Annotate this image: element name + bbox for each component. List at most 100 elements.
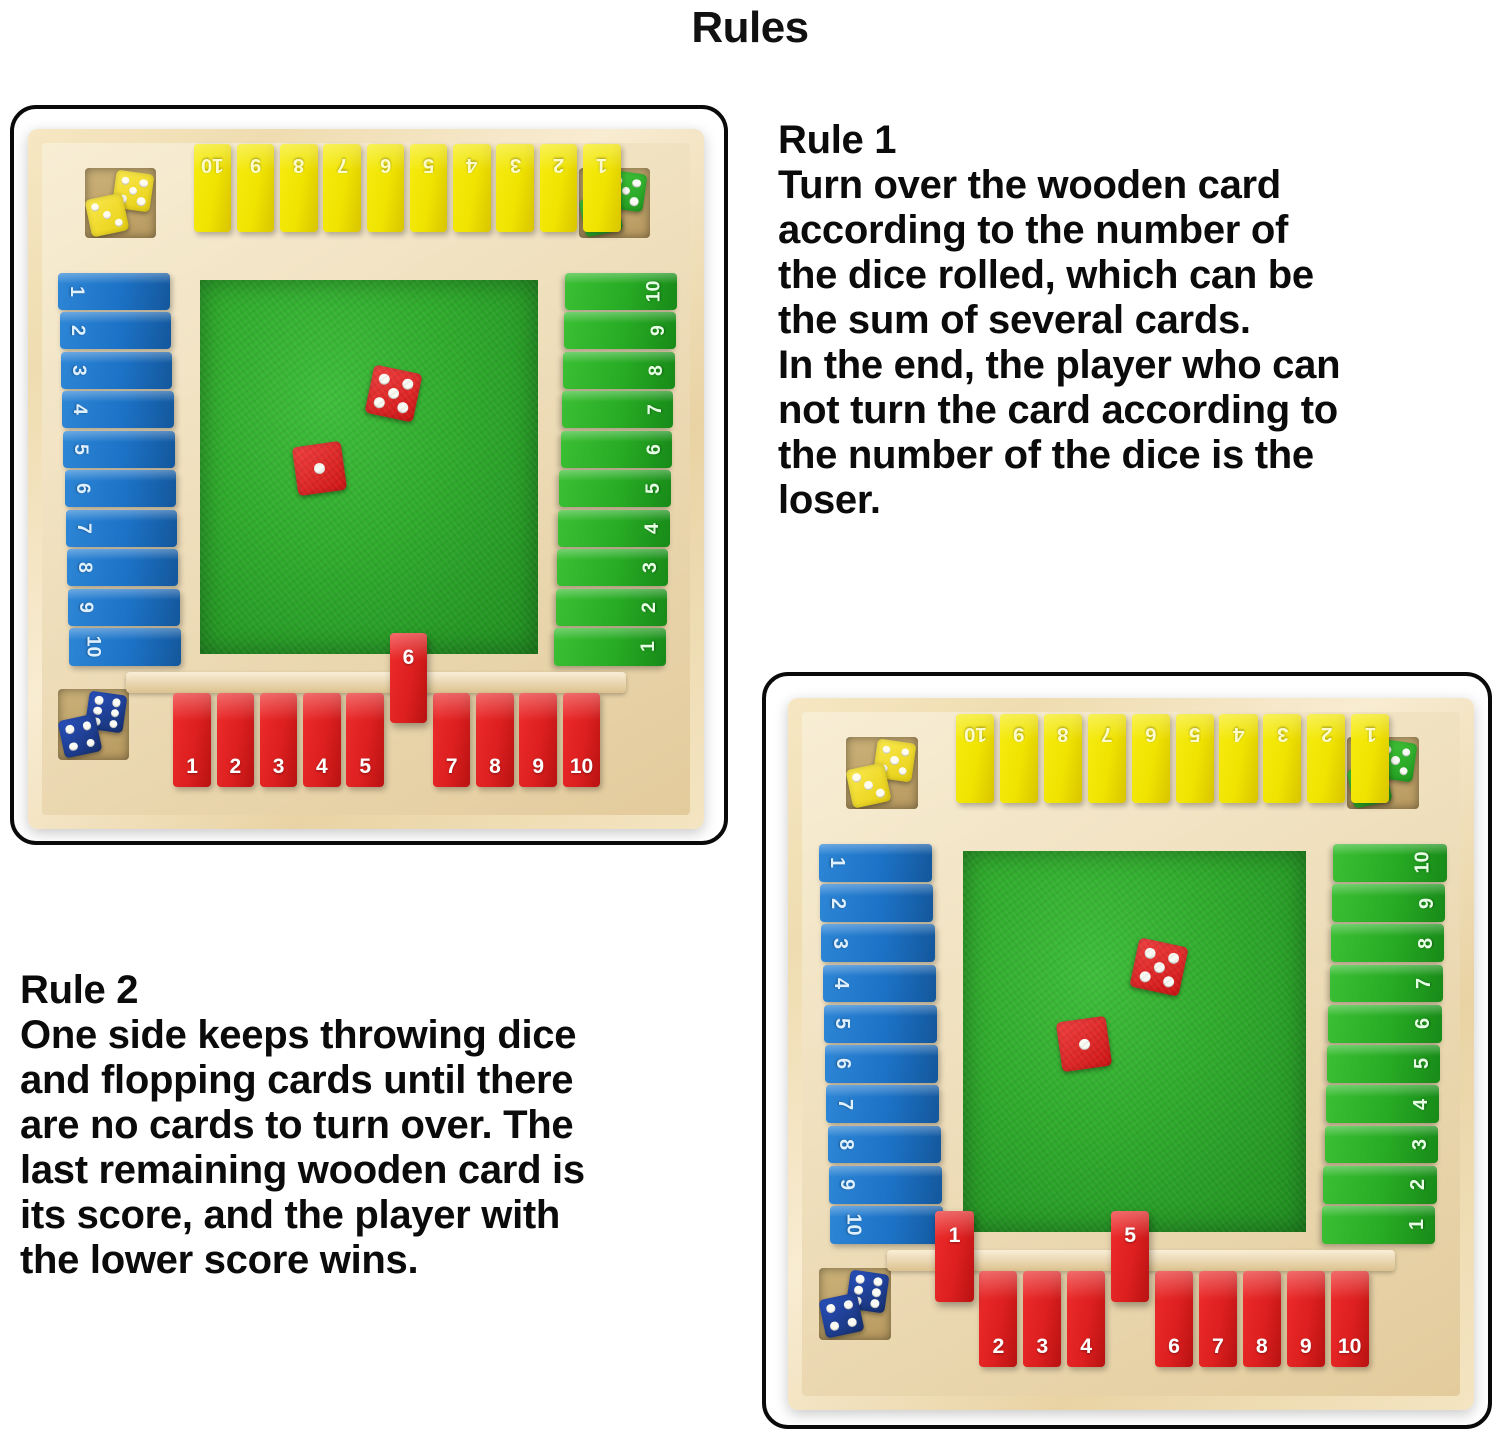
tile-yellow-9[interactable]: 9 bbox=[999, 713, 1039, 803]
tile-yellow-1[interactable]: 1 bbox=[582, 144, 621, 232]
tile-blue-2[interactable]: 2 bbox=[59, 312, 172, 350]
die-center-red-1[interactable] bbox=[1055, 1015, 1113, 1072]
tile-red-2[interactable]: 2 bbox=[979, 1271, 1018, 1368]
tile-red-8[interactable]: 8 bbox=[1242, 1271, 1281, 1368]
tile-blue-1[interactable]: 1 bbox=[58, 272, 170, 310]
tile-green-7[interactable]: 7 bbox=[1329, 964, 1443, 1003]
tile-green-6[interactable]: 6 bbox=[1328, 1004, 1442, 1043]
tile-blue-10[interactable]: 10 bbox=[69, 628, 181, 666]
tile-green-9[interactable]: 9 bbox=[564, 312, 676, 350]
tile-blue-6[interactable]: 6 bbox=[64, 470, 177, 508]
tile-green-7[interactable]: 7 bbox=[561, 391, 674, 429]
tile-yellow-8[interactable]: 8 bbox=[280, 144, 318, 232]
tile-yellow-10[interactable]: 10 bbox=[193, 144, 232, 232]
tile-red-10[interactable]: 10 bbox=[1330, 1271, 1369, 1368]
tile-number: 7 bbox=[644, 404, 667, 416]
tile-blue-7[interactable]: 7 bbox=[65, 509, 178, 547]
tile-green-2[interactable]: 2 bbox=[1323, 1165, 1437, 1204]
tile-green-8[interactable]: 8 bbox=[562, 351, 675, 389]
tile-green-5[interactable]: 5 bbox=[559, 470, 671, 508]
tile-yellow-1[interactable]: 1 bbox=[1351, 713, 1390, 803]
tile-blue-3[interactable]: 3 bbox=[821, 924, 935, 963]
tile-red-1-flipped[interactable]: 1 bbox=[935, 1210, 974, 1302]
tile-red-6-flipped[interactable]: 6 bbox=[389, 633, 428, 723]
tile-number: 4 bbox=[69, 404, 92, 416]
die-center-red-5[interactable] bbox=[1129, 937, 1190, 998]
die-yellow-b[interactable] bbox=[846, 762, 892, 809]
tile-blue-9[interactable]: 9 bbox=[828, 1165, 942, 1204]
tile-number: 3 bbox=[272, 754, 285, 778]
tile-green-3[interactable]: 3 bbox=[556, 549, 669, 587]
tile-blue-3[interactable]: 3 bbox=[60, 351, 173, 389]
tile-blue-4[interactable]: 4 bbox=[62, 391, 174, 429]
tile-green-10[interactable]: 10 bbox=[565, 272, 677, 310]
tile-green-4[interactable]: 4 bbox=[558, 509, 670, 547]
tile-yellow-7[interactable]: 7 bbox=[1087, 713, 1126, 803]
tile-blue-6[interactable]: 6 bbox=[825, 1045, 939, 1083]
tile-yellow-5[interactable]: 5 bbox=[409, 144, 448, 232]
tile-number: 2 bbox=[992, 1333, 1005, 1358]
tile-green-8[interactable]: 8 bbox=[1330, 924, 1445, 963]
tile-blue-2[interactable]: 2 bbox=[820, 884, 934, 922]
die-blue-b[interactable] bbox=[818, 1292, 865, 1339]
tile-yellow-9[interactable]: 9 bbox=[236, 144, 275, 232]
tile-yellow-3[interactable]: 3 bbox=[496, 144, 534, 232]
tile-blue-8[interactable]: 8 bbox=[827, 1125, 941, 1164]
tile-yellow-7[interactable]: 7 bbox=[323, 144, 361, 232]
tile-yellow-6[interactable]: 6 bbox=[366, 144, 405, 232]
tile-yellow-5[interactable]: 5 bbox=[1175, 713, 1214, 803]
tile-yellow-6[interactable]: 6 bbox=[1131, 713, 1170, 803]
tile-green-1[interactable]: 1 bbox=[554, 628, 666, 666]
tile-blue-10[interactable]: 10 bbox=[829, 1206, 944, 1244]
tile-blue-7[interactable]: 7 bbox=[826, 1085, 940, 1124]
die-center-red-1[interactable] bbox=[291, 441, 348, 497]
tile-green-6[interactable]: 6 bbox=[560, 430, 673, 468]
tile-yellow-3[interactable]: 3 bbox=[1263, 713, 1302, 803]
tile-number: 1 bbox=[1364, 723, 1376, 747]
rule-2-heading: Rule 2 bbox=[20, 968, 139, 1012]
tile-green-5[interactable]: 5 bbox=[1327, 1045, 1441, 1083]
tile-yellow-4[interactable]: 4 bbox=[1219, 713, 1258, 803]
tile-red-4[interactable]: 4 bbox=[303, 692, 341, 787]
tile-red-3[interactable]: 3 bbox=[1023, 1271, 1062, 1368]
tile-red-3[interactable]: 3 bbox=[259, 692, 298, 787]
tile-red-8[interactable]: 8 bbox=[476, 692, 514, 787]
tile-blue-9[interactable]: 9 bbox=[68, 588, 180, 626]
die-pip bbox=[871, 1287, 881, 1298]
die-center-red-5[interactable] bbox=[364, 364, 424, 424]
tile-green-4[interactable]: 4 bbox=[1325, 1085, 1440, 1124]
red-row-rail bbox=[126, 671, 627, 693]
tile-red-5[interactable]: 5 bbox=[346, 692, 384, 787]
tile-yellow-2[interactable]: 2 bbox=[1307, 713, 1346, 803]
tile-red-6[interactable]: 6 bbox=[1155, 1271, 1194, 1368]
tile-number: 6 bbox=[402, 645, 415, 669]
tile-number: 7 bbox=[336, 153, 348, 176]
tile-red-7[interactable]: 7 bbox=[432, 692, 471, 787]
tile-number: 9 bbox=[1415, 897, 1438, 909]
tile-red-2[interactable]: 2 bbox=[216, 692, 255, 787]
tile-red-9[interactable]: 9 bbox=[519, 692, 557, 787]
tile-yellow-10[interactable]: 10 bbox=[956, 713, 995, 803]
tile-blue-5[interactable]: 5 bbox=[63, 430, 175, 468]
tile-red-4[interactable]: 4 bbox=[1067, 1271, 1106, 1368]
page-title: Rules bbox=[691, 3, 809, 52]
tile-blue-5[interactable]: 5 bbox=[823, 1004, 937, 1043]
tile-red-5-flipped[interactable]: 5 bbox=[1111, 1210, 1150, 1302]
tile-red-7[interactable]: 7 bbox=[1198, 1271, 1237, 1368]
tile-yellow-2[interactable]: 2 bbox=[539, 144, 578, 232]
tile-green-3[interactable]: 3 bbox=[1324, 1125, 1438, 1164]
tile-green-2[interactable]: 2 bbox=[555, 588, 668, 626]
tile-green-1[interactable]: 1 bbox=[1322, 1206, 1436, 1244]
tile-red-9[interactable]: 9 bbox=[1286, 1271, 1325, 1368]
tile-blue-4[interactable]: 4 bbox=[822, 964, 936, 1003]
tile-blue-1[interactable]: 1 bbox=[818, 843, 933, 882]
tile-red-10[interactable]: 10 bbox=[562, 692, 601, 787]
tile-red-1[interactable]: 1 bbox=[173, 692, 211, 787]
tile-green-9[interactable]: 9 bbox=[1332, 884, 1446, 922]
tile-yellow-8[interactable]: 8 bbox=[1043, 713, 1082, 803]
tile-yellow-4[interactable]: 4 bbox=[453, 144, 491, 232]
tile-number: 7 bbox=[833, 1098, 856, 1110]
tile-green-10[interactable]: 10 bbox=[1333, 843, 1447, 882]
tile-blue-8[interactable]: 8 bbox=[66, 549, 179, 587]
